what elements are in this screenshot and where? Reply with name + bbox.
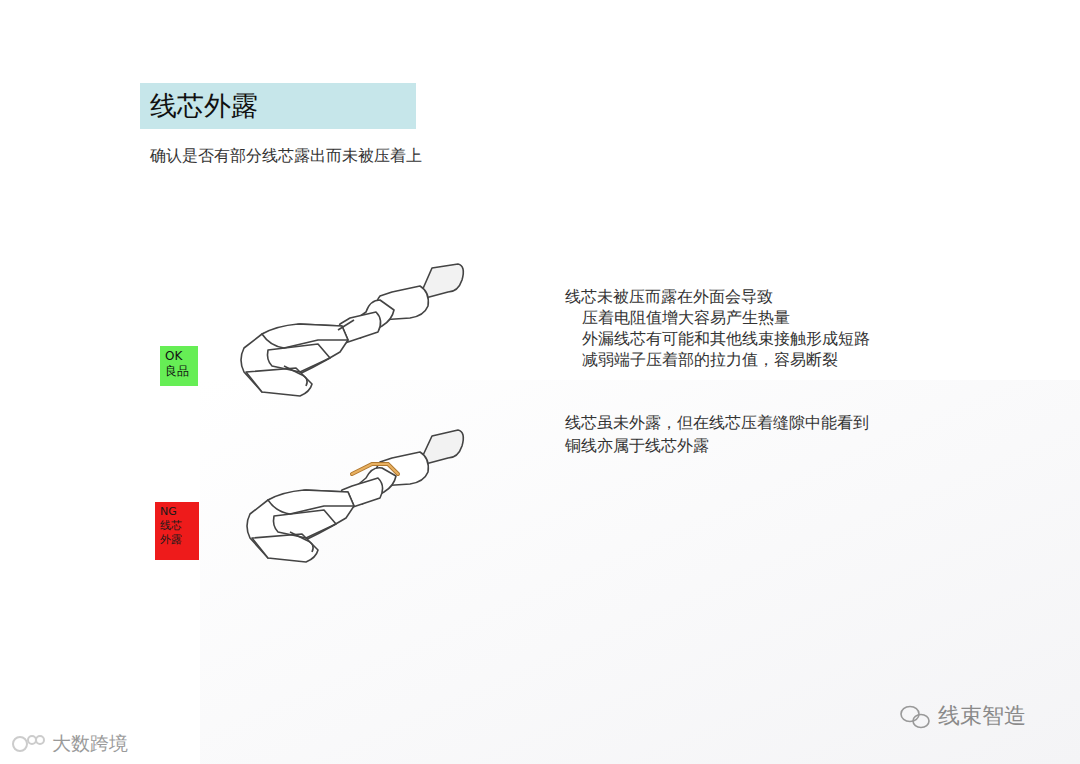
explanation-text: 铜线亦属于线芯外露	[565, 436, 709, 456]
background-fade	[200, 380, 1080, 764]
explanation-text: 减弱端子压着部的拉力值，容易断裂	[582, 350, 838, 370]
watermark-logo	[13, 736, 44, 751]
watermark: 线束智造	[938, 702, 1026, 731]
badge-text: OK	[165, 349, 195, 364]
badge-text: 良品	[165, 364, 195, 379]
status-badge: OK良品	[160, 346, 198, 386]
explanation-text: 线芯未被压而露在外面会导致	[565, 287, 773, 307]
watermark: 大数跨境	[52, 731, 128, 756]
explanation-text: 压着电阻值增大容易产生热量	[582, 308, 790, 328]
badge-text: NG	[160, 505, 196, 519]
ok-terminal-drawing	[241, 264, 463, 396]
explanation-text: 外漏线芯有可能和其他线束接触形成短路	[582, 329, 870, 349]
wechat-icon	[901, 707, 929, 728]
subtitle-note: 确认是否有部分线芯露出而未被压着上	[150, 146, 422, 167]
ng-terminal-drawing	[247, 430, 463, 562]
status-badge: NG线芯 外露	[155, 502, 199, 560]
exposed-strands	[352, 464, 398, 474]
title-text: 线芯外露	[150, 83, 406, 129]
badge-text: 线芯 外露	[160, 519, 184, 547]
title-band: 线芯外露	[140, 83, 416, 129]
explanation-text: 线芯虽未外露，但在线芯压着缝隙中能看到	[565, 413, 869, 433]
